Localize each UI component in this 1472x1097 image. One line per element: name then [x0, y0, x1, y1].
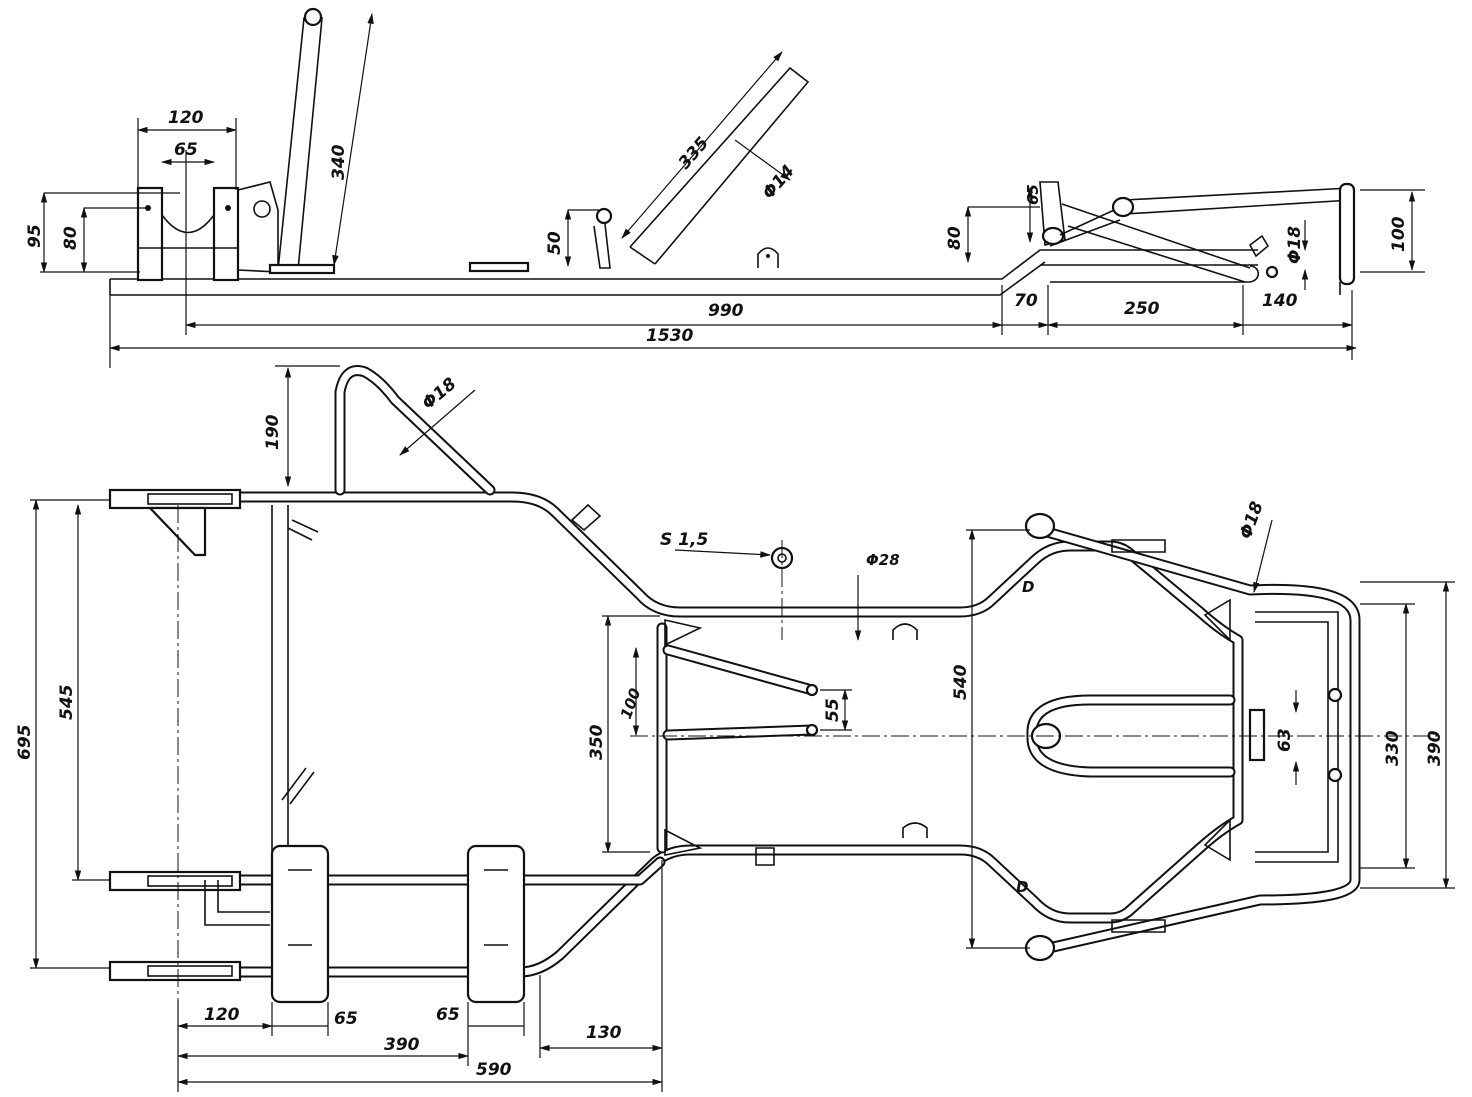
dim-front-height: 100 — [1389, 216, 1409, 252]
top-cross-member — [271, 505, 668, 870]
side-upright — [268, 7, 336, 275]
dim-sheet: S 1,5 — [660, 530, 708, 550]
side-floor-plate — [468, 261, 530, 273]
mark-d2: D — [1016, 878, 1028, 896]
dim-tube-dia: Φ28 — [866, 551, 900, 569]
top-roll-bar — [334, 365, 496, 496]
side-dimensions — [40, 12, 1425, 368]
dim-len-1530: 1530 — [646, 326, 693, 346]
top-view: 190 Φ18 S 1,5 Φ28 695 545 350 100 55 540… — [15, 365, 1455, 1092]
dim-front-rise: 80 — [945, 226, 965, 250]
dim-front-tube-dia: Φ18 — [1285, 226, 1305, 264]
dim-seat-h2: 80 — [61, 226, 81, 250]
dim-w390r: 390 — [1425, 730, 1445, 766]
dim-front-h: 65 — [1024, 184, 1042, 205]
top-plates — [270, 844, 526, 1004]
mark-d1: D — [1022, 578, 1034, 596]
dim-l65a: 65 — [334, 1009, 358, 1029]
dim-w63: 63 — [1275, 728, 1295, 752]
dim-bar-h: 190 — [263, 414, 283, 450]
dim-w695: 695 — [15, 725, 35, 761]
top-frame-tube — [234, 491, 1244, 978]
dim-l120: 120 — [204, 1005, 240, 1025]
dim-upright-len: 340 — [329, 144, 349, 180]
dim-w350: 350 — [587, 724, 607, 760]
side-front-section — [1039, 181, 1356, 295]
dim-front-dia: Φ18 — [1236, 499, 1268, 542]
top-front-section — [1024, 512, 1361, 962]
top-gussets — [664, 598, 1231, 862]
dim-seat-inner: 65 — [174, 140, 198, 160]
dim-w545: 545 — [57, 685, 77, 721]
top-dimensions — [30, 365, 1455, 1092]
dim-len-140: 140 — [1262, 291, 1298, 311]
dim-seat-width: 120 — [168, 108, 204, 128]
side-main-rail — [109, 249, 1260, 296]
dim-len-250: 250 — [1124, 299, 1160, 319]
side-center-bracket — [757, 247, 779, 268]
side-seat-bracket — [136, 181, 279, 282]
side-view: 120 65 95 80 340 335 Φ14 50 80 65 Φ18 10… — [25, 7, 1425, 368]
dim-seat-h1: 95 — [25, 224, 45, 248]
dim-len-990: 990 — [708, 301, 744, 321]
top-middle-rail — [234, 856, 666, 886]
top-axis-lines — [177, 505, 1440, 1000]
top-levers — [281, 503, 602, 805]
dim-l130: 130 — [586, 1023, 622, 1043]
top-seat-stubs — [662, 644, 819, 741]
dim-w100: 100 — [617, 686, 645, 722]
top-axle-mounts — [108, 488, 270, 982]
dim-w55: 55 — [823, 698, 843, 722]
dim-l65b: 65 — [436, 1005, 460, 1025]
dim-l590: 590 — [476, 1060, 512, 1080]
dim-bracket-h: 50 — [545, 231, 565, 255]
dim-l390: 390 — [384, 1035, 420, 1055]
dim-len-70: 70 — [1014, 291, 1038, 311]
dim-w540: 540 — [951, 664, 971, 700]
side-small-bracket — [593, 207, 613, 269]
dim-steer-dia: Φ14 — [759, 161, 799, 203]
dim-w330: 330 — [1383, 730, 1403, 766]
